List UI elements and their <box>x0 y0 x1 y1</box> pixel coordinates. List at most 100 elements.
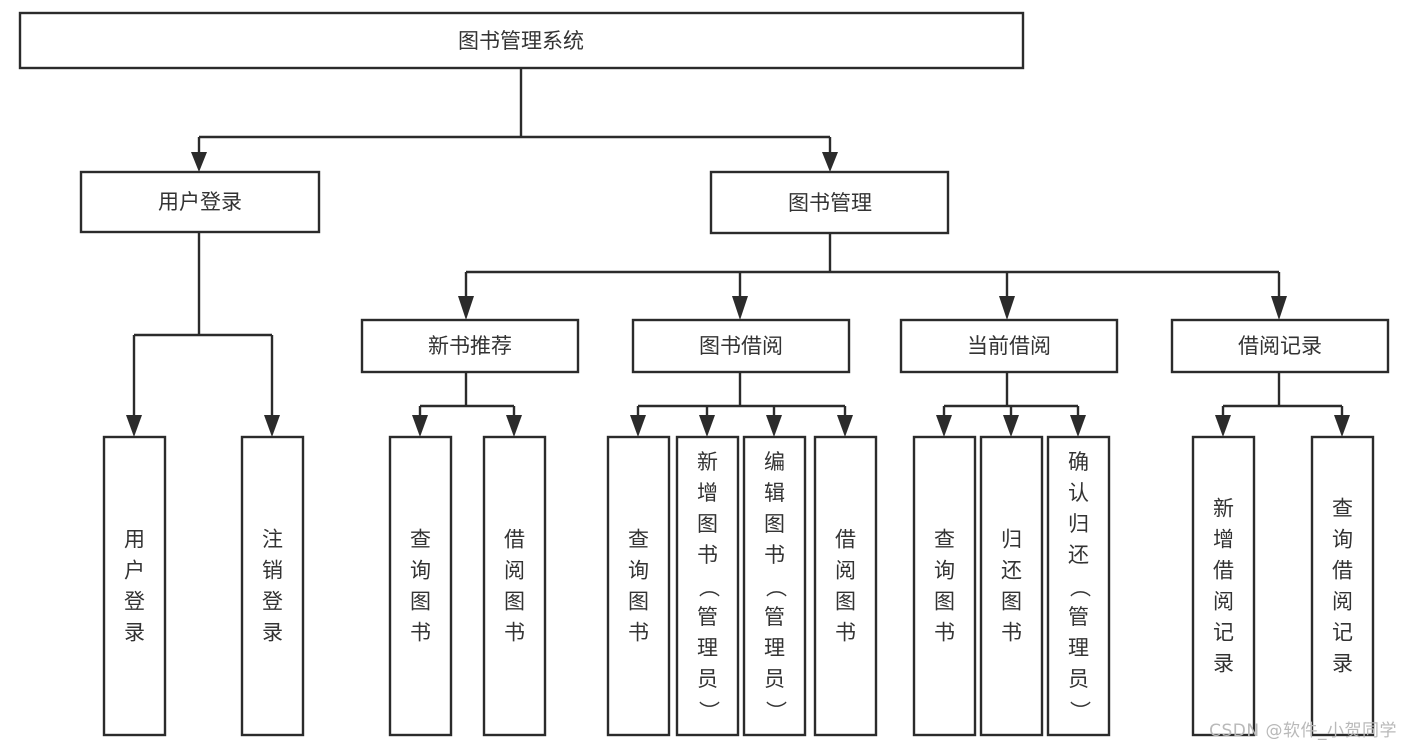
node-book-borrow[interactable]: 图书借阅 <box>631 318 851 374</box>
svg-text:书: 书 <box>410 621 431 645</box>
node-leaf-query-book-3[interactable] <box>912 435 977 737</box>
svg-text:户: 户 <box>124 559 145 583</box>
node-leaf-query-book-1-box[interactable] <box>388 435 453 737</box>
node-leaf-return-book-box[interactable] <box>979 435 1044 737</box>
node-leaf-user-login-label: 用户登录 <box>124 528 145 645</box>
svg-text:阅: 阅 <box>835 559 856 583</box>
node-user-login-box[interactable] <box>79 170 321 234</box>
svg-text:理: 理 <box>764 636 785 660</box>
node-borrow-record[interactable]: 借阅记录 <box>1170 318 1390 374</box>
node-book-management[interactable]: 图书管理 <box>709 170 950 235</box>
svg-text:记: 记 <box>1213 621 1234 645</box>
svg-text:录: 录 <box>1213 652 1234 676</box>
arrow-head-book-management <box>822 152 838 172</box>
svg-text:图: 图 <box>504 590 525 614</box>
svg-text:登: 登 <box>262 590 283 614</box>
node-leaf-query-book-2-box[interactable] <box>606 435 671 737</box>
arrow-head-leaf-add-book <box>699 415 715 437</box>
node-user-login[interactable]: 用户登录 <box>79 170 321 234</box>
node-leaf-query-book-1[interactable] <box>388 435 453 737</box>
arrow-head-leaf-borrow-book-1 <box>506 415 522 437</box>
svg-text:查: 查 <box>934 528 955 552</box>
node-leaf-logout-login[interactable] <box>240 435 305 737</box>
node-leaf-edit-book-box[interactable] <box>742 435 807 737</box>
svg-text:增: 增 <box>1213 528 1234 552</box>
node-root-box[interactable] <box>18 11 1025 70</box>
node-user-login-label: 用户登录 <box>158 190 242 214</box>
svg-text:书: 书 <box>764 543 785 567</box>
node-root-label: 图书管理系统 <box>458 29 584 53</box>
arrow-head-leaf-query-book-1 <box>412 415 428 437</box>
svg-text:借: 借 <box>835 528 856 552</box>
svg-text:管: 管 <box>697 605 718 629</box>
node-book-borrow-box[interactable] <box>631 318 851 374</box>
svg-text:管: 管 <box>764 605 785 629</box>
node-leaf-borrow-book-2-box[interactable] <box>813 435 878 737</box>
svg-text:）: ） <box>697 701 721 722</box>
node-borrow-record-box[interactable] <box>1170 318 1390 374</box>
node-root[interactable]: 图书管理系统 <box>18 11 1025 70</box>
node-leaf-query-book-2[interactable] <box>606 435 671 737</box>
node-leaf-query-record-box[interactable] <box>1310 435 1375 737</box>
svg-text:书: 书 <box>934 621 955 645</box>
arrow-head-leaf-add-record <box>1215 415 1231 437</box>
connector-layer <box>126 68 1350 437</box>
svg-text:辑: 辑 <box>764 481 785 505</box>
arrow-head-leaf-confirm-return <box>1070 415 1086 437</box>
svg-text:理: 理 <box>1068 636 1089 660</box>
node-leaf-return-book[interactable] <box>979 435 1044 737</box>
svg-text:查: 查 <box>628 528 649 552</box>
node-current-borrow-box[interactable] <box>899 318 1119 374</box>
svg-text:查: 查 <box>1332 497 1353 521</box>
svg-text:图: 图 <box>697 512 718 536</box>
node-leaf-user-login-box[interactable] <box>102 435 167 737</box>
svg-text:阅: 阅 <box>1332 590 1353 614</box>
node-new-book-recommend-box[interactable] <box>360 318 580 374</box>
svg-text:图: 图 <box>1001 590 1022 614</box>
svg-text:图: 图 <box>764 512 785 536</box>
node-leaf-user-login[interactable] <box>102 435 167 737</box>
node-leaf-borrow-book-1-box[interactable] <box>482 435 547 737</box>
node-leaf-borrow-book-2[interactable] <box>813 435 878 737</box>
node-leaf-add-book[interactable] <box>675 435 740 737</box>
svg-text:确: 确 <box>1068 450 1089 474</box>
arrow-head-user-login <box>191 152 207 172</box>
node-leaf-add-book-box[interactable] <box>675 435 740 737</box>
node-book-borrow-label: 图书借阅 <box>699 334 783 358</box>
node-leaf-confirm-return-box[interactable] <box>1046 435 1111 737</box>
node-leaf-logout-login-box[interactable] <box>240 435 305 737</box>
node-leaf-borrow-book-1[interactable] <box>482 435 547 737</box>
svg-text:）: ） <box>764 701 788 722</box>
svg-text:询: 询 <box>934 559 955 583</box>
svg-text:图: 图 <box>628 590 649 614</box>
svg-text:录: 录 <box>262 621 283 645</box>
node-leaf-query-book-3-box[interactable] <box>912 435 977 737</box>
svg-text:借: 借 <box>504 528 525 552</box>
node-leaf-add-record-box[interactable] <box>1191 435 1256 737</box>
arrow-head-book-borrow <box>732 296 748 320</box>
node-leaf-edit-book[interactable] <box>742 435 807 737</box>
svg-text:编: 编 <box>764 450 785 474</box>
node-leaf-add-record[interactable] <box>1191 435 1256 737</box>
arrow-head-leaf-logout-login <box>264 415 280 437</box>
node-leaf-query-record[interactable] <box>1310 435 1375 737</box>
svg-text:询: 询 <box>628 559 649 583</box>
svg-text:管: 管 <box>1068 605 1089 629</box>
node-book-management-box[interactable] <box>709 170 950 235</box>
arrow-head-new-book-recommend <box>458 296 474 320</box>
svg-text:询: 询 <box>410 559 431 583</box>
node-borrow-record-label: 借阅记录 <box>1238 334 1322 358</box>
svg-text:还: 还 <box>1068 543 1089 567</box>
node-leaf-confirm-return[interactable] <box>1046 435 1111 737</box>
svg-text:登: 登 <box>124 590 145 614</box>
svg-text:询: 询 <box>1332 528 1353 552</box>
svg-text:销: 销 <box>262 559 283 583</box>
node-current-borrow[interactable]: 当前借阅 <box>899 318 1119 374</box>
node-new-book-recommend[interactable]: 新书推荐 <box>360 318 580 374</box>
